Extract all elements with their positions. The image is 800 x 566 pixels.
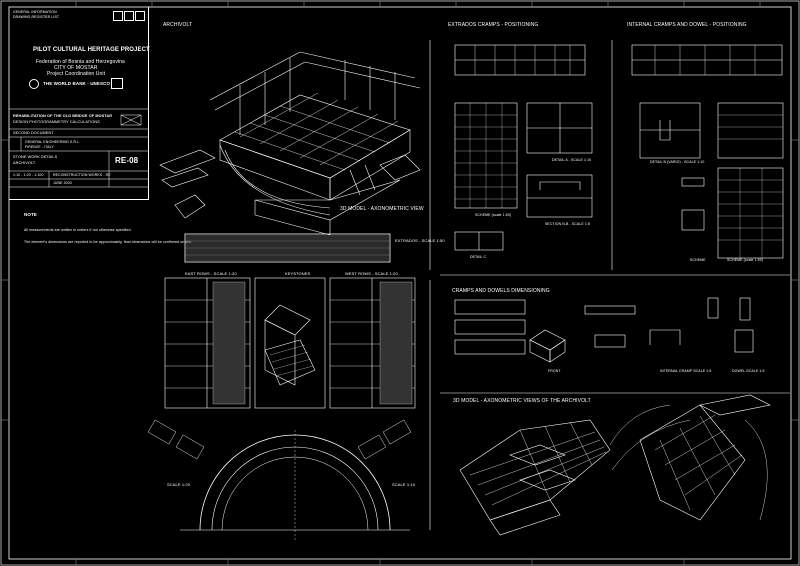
rehab-line-2: DESIGN PHOTOGRAMMETRY CALCULATIONS xyxy=(13,120,100,124)
model-axo-views-heading: 3D MODEL - AXONOMETRIC VIEWS OF THE ARCH… xyxy=(453,398,591,404)
internal-cramp-scale-label: INTERNAL CRAMP SCALE 1:5 xyxy=(660,369,712,373)
unit-line: Project Coordination Unit xyxy=(47,71,106,77)
sheet-code: RE-08 xyxy=(115,156,139,165)
detail-a-label: DETAIL A - SCALE 1:10 xyxy=(552,158,592,162)
extrados-scale-label: EXTRADOS - SCALE 1:50 xyxy=(395,238,445,243)
notes-heading: NOTE xyxy=(24,212,37,217)
model-axo-label: 3D MODEL - AXONOMETRIC VIEW xyxy=(340,206,424,212)
country-line: Federation of Bosnia and Herzegovina xyxy=(36,59,125,65)
detail-b-label: DETAIL B (VARIO) - SCALE 1:10 xyxy=(650,160,705,164)
section-bb-label: SECTION B-B - SCALE 1:5 xyxy=(545,222,591,226)
archivolt-heading: ARCHIVOLT xyxy=(163,22,193,28)
scheme-label-2: SCHEME (scale 1:50) xyxy=(727,258,764,262)
logo-icon-1 xyxy=(113,11,123,21)
title-block: GENERAL INFORMATION DRAWING REGISTER LIS… xyxy=(9,7,150,200)
keystones-label: KEYSTONES xyxy=(285,271,311,276)
east-rows-drawing xyxy=(164,277,251,409)
extrados-cramps-drawing xyxy=(454,44,593,251)
internal-cramps-heading: INTERNAL CRAMPS AND DOWEL - POSITIONING xyxy=(627,22,747,28)
cramps-dowels-drawing xyxy=(454,297,754,363)
notes-line-1: All measurements are written in meters i… xyxy=(24,228,132,232)
keystones-drawing xyxy=(254,277,326,409)
archivolt-arc xyxy=(147,419,412,540)
scale-110-label: SCALE 1:10 xyxy=(392,482,416,487)
city-line: CITY OF MOSTAR xyxy=(54,65,98,71)
axonometric-views-drawing xyxy=(459,394,771,536)
front-label: FRONT xyxy=(548,369,561,373)
scheme-label-1: SCHEME (scale 1:50) xyxy=(475,213,512,217)
west-rows-label: WEST ROWS - SCALE 1:20 xyxy=(345,271,398,276)
extrados-cramps-heading: EXTRADOS CRAMPS - POSITIONING xyxy=(448,22,539,28)
title-header-small-1: GENERAL INFORMATION xyxy=(13,10,57,14)
drawing-line-1: STONE WORK DETAILS xyxy=(13,155,58,159)
internal-cramps-drawing xyxy=(631,44,784,259)
firm-1: GENERAL ENGINEERING S.R.L. xyxy=(25,140,81,144)
title-table xyxy=(9,108,149,188)
doc-line: SECOND DOCUMENT xyxy=(13,131,54,135)
dowel-scale-label: DOWEL SCALE 1:5 xyxy=(732,369,765,373)
world-bank-logo-icon xyxy=(29,79,39,89)
cramps-dowels-heading: CRAMPS AND DOWELS DIMENSIONING xyxy=(452,288,550,294)
logo-icon-2 xyxy=(124,11,134,21)
date-row: JUNE 2003 xyxy=(53,181,72,185)
scheme-small-label: SCHEME xyxy=(690,258,706,262)
rehab-line-1: REHABILITATION OF THE OLD BRIDGE OF MOST… xyxy=(13,114,113,118)
funders-line: THE WORLD BANK - UNESCO xyxy=(43,81,111,86)
east-rows-label: EAST ROWS - SCALE 1:20 xyxy=(185,271,237,276)
archivolt-axonometric xyxy=(159,51,421,236)
phase-row: RECONSTRUCTION WORKS - RE xyxy=(53,173,111,177)
project-title: PILOT CULTURAL HERITAGE PROJECT xyxy=(33,47,150,53)
title-header-logos xyxy=(113,11,145,23)
firm-2: FIRENZE - ITALY xyxy=(25,145,54,149)
scale-120-label: SCALE 1:20 xyxy=(167,482,191,487)
drawing-line-2: ARCHIVOLT xyxy=(13,161,36,165)
extrados-strip xyxy=(184,233,391,263)
notes-line-2: The element's dimensions are reported to… xyxy=(24,240,193,244)
title-header-small-2: DRAWING REGISTER LIST xyxy=(13,15,60,19)
scale-row: 1:10 - 1:20 - 1:100 xyxy=(13,173,44,177)
detail-c-label: DETAIL C xyxy=(470,255,487,259)
unesco-logo-icon xyxy=(111,78,123,89)
logo-icon-3 xyxy=(135,11,145,21)
west-rows-drawing xyxy=(329,277,416,409)
